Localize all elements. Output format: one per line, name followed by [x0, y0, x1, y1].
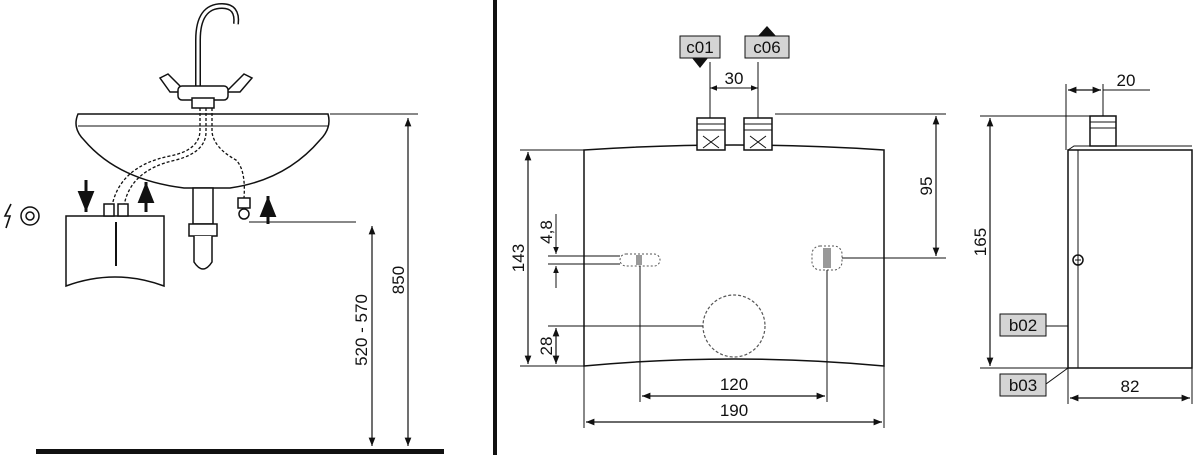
dim-connector-spacing: 30: [725, 69, 744, 88]
dim-side-height: 165: [971, 228, 990, 256]
label-c06: c06: [753, 38, 780, 57]
label-b03: b03: [1009, 376, 1037, 395]
lightning-icon: [3, 203, 12, 229]
drain-trap: [192, 187, 214, 225]
angle-valve: [238, 208, 250, 220]
dim-bottom: 28: [537, 337, 556, 356]
wash-basin: [75, 113, 330, 189]
floor-line: [36, 449, 444, 454]
power-socket-icon: [20, 206, 40, 226]
front-view: [520, 26, 946, 428]
installation-view: [3, 0, 497, 455]
screw-icon: [1072, 254, 1084, 266]
faucet-spout: [195, 2, 240, 88]
heater-front-body: [583, 144, 885, 367]
panel-divider: [493, 0, 497, 455]
dim-offset-small: 4,8: [537, 220, 556, 244]
dim-total-height: 850: [389, 266, 408, 294]
dim-front-width: 190: [720, 401, 748, 420]
dim-front-height: 143: [509, 244, 528, 272]
dim-side-offset: 20: [1117, 71, 1136, 90]
dim-height-range: 520 - 570: [352, 294, 371, 366]
connector-cold: [696, 117, 726, 151]
dim-top-offset: 95: [917, 177, 936, 196]
connector-hot: [743, 117, 773, 151]
heater-side-body: [1067, 149, 1193, 369]
dim-side-depth: 82: [1121, 377, 1140, 396]
dim-inner-width: 120: [720, 375, 748, 394]
label-c01: c01: [686, 38, 713, 57]
side-view: [980, 84, 1193, 404]
side-connector: [1089, 115, 1117, 147]
label-b02: b02: [1009, 316, 1037, 335]
